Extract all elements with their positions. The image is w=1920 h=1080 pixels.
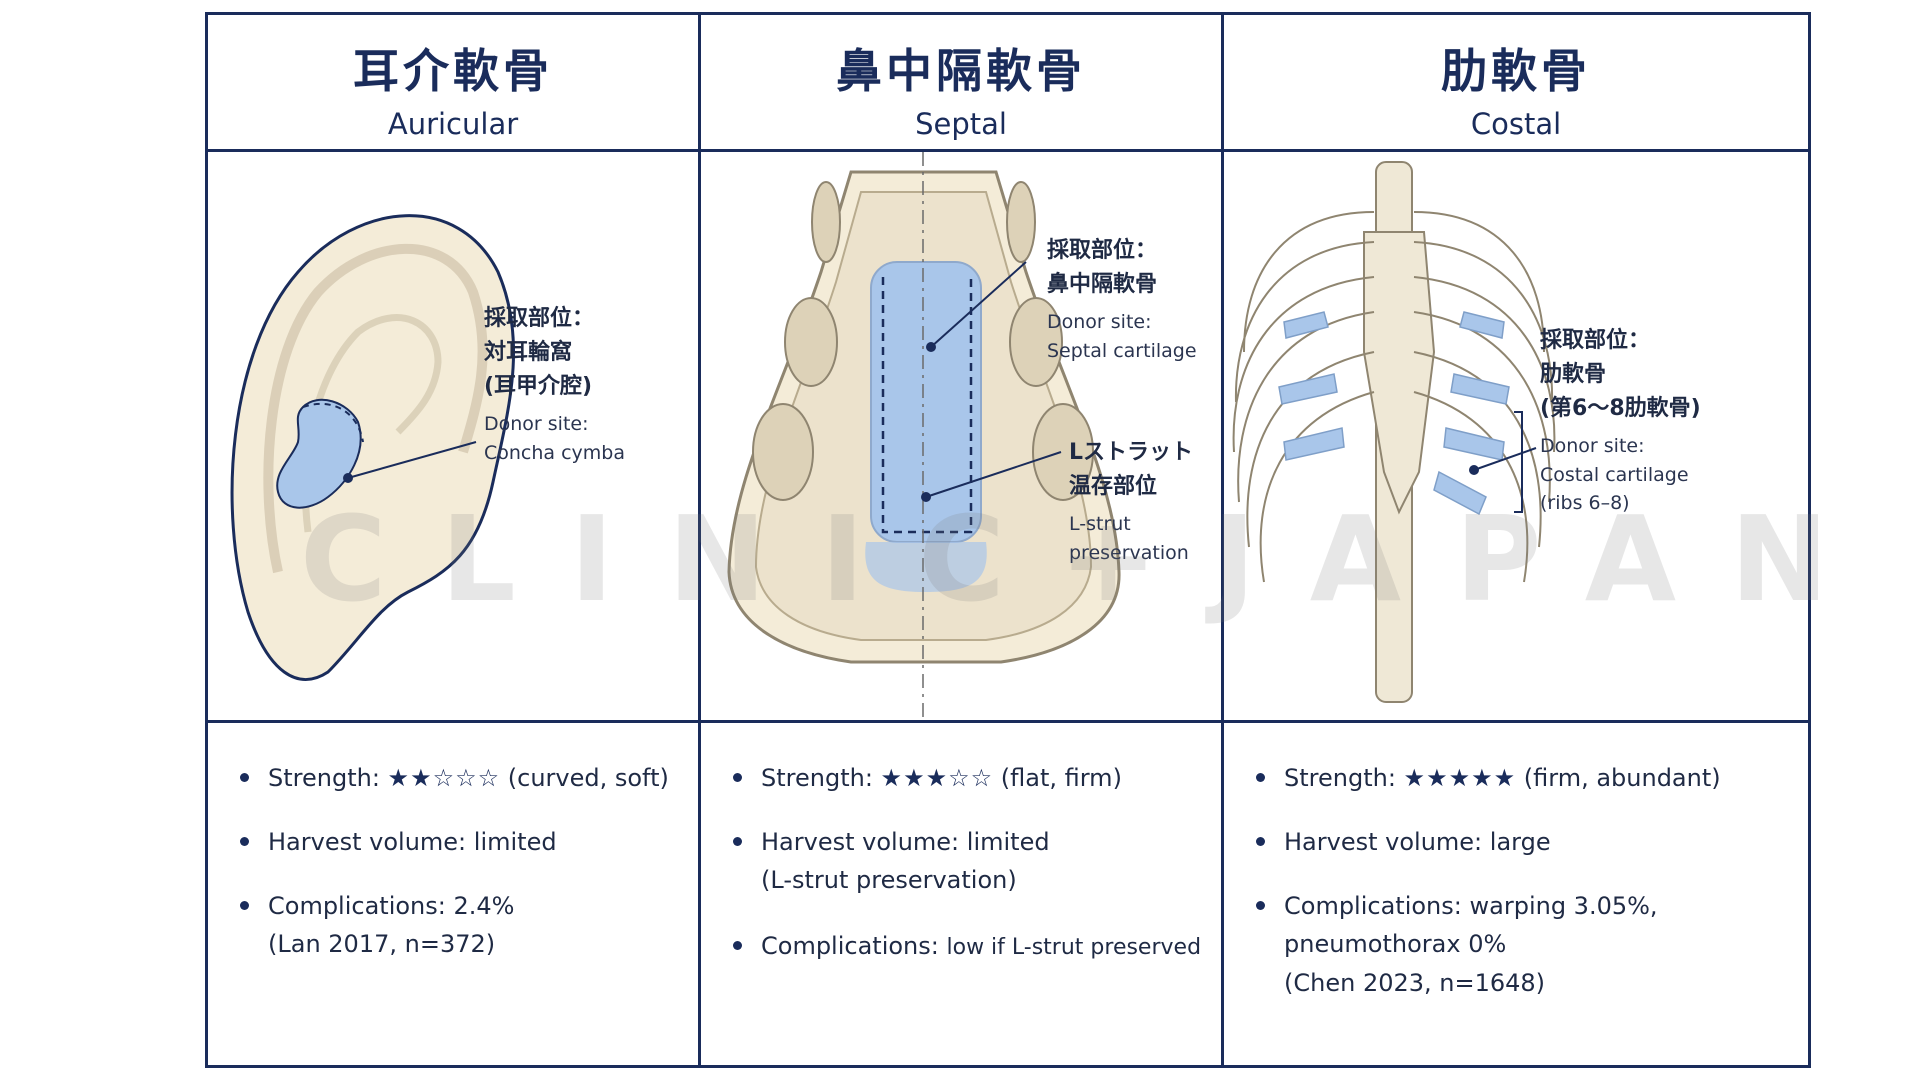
callout-ja-line: 採取部位： [1047,238,1158,263]
label: Harvest volume: [761,828,960,856]
extra: (Lan 2017, n=372) [268,930,496,959]
label: Strength: [761,764,873,792]
column-divider [1221,15,1224,1065]
ribcage-drawing [1232,161,1556,703]
property-list: Strength: ★★☆☆☆ (curved, soft) Harvest v… [208,723,698,1065]
ear-drawing [230,214,516,681]
callout-ja-line: 鼻中隔軟骨 [1047,272,1158,298]
callout-en-line: Donor site: [1540,435,1645,458]
star-rating: ★★★☆☆ [880,764,994,792]
value: low if L-strut preserved [946,935,1202,960]
title-ja: 肋軟骨 [1441,44,1591,98]
star-rating: ★★★★★ [1403,764,1517,792]
bullet [733,941,742,950]
note: (curved, soft) [507,764,669,792]
callout-en-line: preservation [1069,541,1189,564]
title-en: Septal [915,107,1007,141]
donor-site-callout: 採取部位： 肋軟骨 (第6〜8肋軟骨) Donor site: Costal c… [1540,324,1701,518]
strength-item: Strength: ★★★★★ (firm, abundant) [1256,759,1721,797]
harvest-volume-item: Harvest volume: limited [240,823,557,861]
septum-drawing [727,152,1121,720]
label: Harvest volume: [1284,828,1483,856]
complications-item: Complications: 2.4% (Lan 2017, n=372) [240,887,514,964]
l-strut-callout: Lストラット 温存部位 L-strut preservation [1069,436,1193,567]
callout-ja-line: (第6〜8肋軟骨) [1540,396,1701,422]
title-en: Auricular [387,107,519,141]
callout-ja-line: 対耳輪窩 [484,340,573,366]
value: large [1489,828,1551,856]
callout-en-line: Concha cymba [484,441,626,464]
note: (flat, firm) [1000,764,1122,792]
property-list: Strength: ★★★★★ (firm, abundant) Harvest… [1224,723,1808,1065]
value: limited [473,828,557,856]
callout-ja-line: 肋軟骨 [1540,362,1607,388]
bullet [1256,901,1265,910]
donor-site-callout: 採取部位： 鼻中隔軟骨 Donor site: Septal cartilage [1047,234,1197,365]
comparison-table: 耳介軟骨 Auricular 採取部位： 対耳輪窩 (耳甲介腔) [205,12,1811,1068]
title-ja: 鼻中隔軟骨 [836,44,1086,98]
bullet [1256,773,1265,782]
note: (firm, abundant) [1523,764,1721,792]
donor-site-callout: 採取部位： 対耳輪窩 (耳甲介腔) Donor site: Concha cym… [484,302,625,467]
callout-ja-line: 採取部位： [1540,328,1651,353]
label: Strength: [268,764,380,792]
value: 2.4% [453,892,515,920]
title-en: Costal [1470,107,1562,141]
column-header: 耳介軟骨 Auricular [208,15,698,149]
illustration-divider [208,720,1808,723]
strength-item: Strength: ★★☆☆☆ (curved, soft) [240,759,669,797]
header-divider [208,149,1808,152]
complications-item: Complications: low if L-strut preserved [733,927,1201,965]
value: warping 3.05%, [1469,892,1658,920]
column-costal: 肋軟骨 Costal [1224,15,1808,1065]
callout-en-line: (ribs 6–8) [1540,492,1630,515]
ear-illustration: 採取部位： 対耳輪窩 (耳甲介腔) Donor site: Concha cym… [208,152,698,720]
label: Complications: [761,932,939,960]
harvest-volume-item: Harvest volume: limited (L-strut preserv… [733,823,1050,900]
label: Complications: [1284,892,1462,920]
bullet [240,837,249,846]
extra: (Chen 2023, n=1648) [1284,968,1546,997]
ribcage-illustration: 採取部位： 肋軟骨 (第6〜8肋軟骨) Donor site: Costal c… [1224,152,1808,720]
value: limited [966,828,1050,856]
strength-item: Strength: ★★★☆☆ (flat, firm) [733,759,1122,797]
column-auricular: 耳介軟骨 Auricular 採取部位： 対耳輪窩 (耳甲介腔) [208,15,698,1065]
column-septal: 鼻中隔軟骨 Septal [701,15,1221,1065]
callout-en-line: Donor site: [1047,311,1152,334]
callout-en-line: Donor site: [484,413,589,436]
column-header: 鼻中隔軟骨 Septal [701,15,1221,149]
callout-en-line: L-strut [1069,513,1131,536]
bullet [1256,837,1265,846]
label: Harvest volume: [268,828,467,856]
callout-ja-line: 採取部位： [484,306,595,331]
extra: (L-strut preservation) [761,866,1017,895]
property-list: Strength: ★★★☆☆ (flat, firm) Harvest vol… [701,723,1221,1065]
callout-ja-line: 温存部位 [1069,474,1158,500]
bullet [240,773,249,782]
callout-en-line: Septal cartilage [1047,339,1197,362]
harvest-volume-item: Harvest volume: large [1256,823,1551,861]
callout-ja-line: Lストラット [1069,440,1194,465]
callout-ja-line: (耳甲介腔) [484,374,593,400]
column-header: 肋軟骨 Costal [1224,15,1808,149]
label: Complications: [268,892,446,920]
bullet [733,837,742,846]
extra: pneumothorax 0% [1284,930,1507,959]
bullet [240,901,249,910]
bullet [733,773,742,782]
label: Strength: [1284,764,1396,792]
septum-illustration: 採取部位： 鼻中隔軟骨 Donor site: Septal cartilage… [701,152,1221,720]
star-rating: ★★☆☆☆ [387,764,501,792]
column-divider [698,15,701,1065]
complications-item: Complications: warping 3.05%, pneumothor… [1256,887,1658,1002]
callout-en-line: Costal cartilage [1540,463,1689,486]
title-ja: 耳介軟骨 [353,44,553,98]
